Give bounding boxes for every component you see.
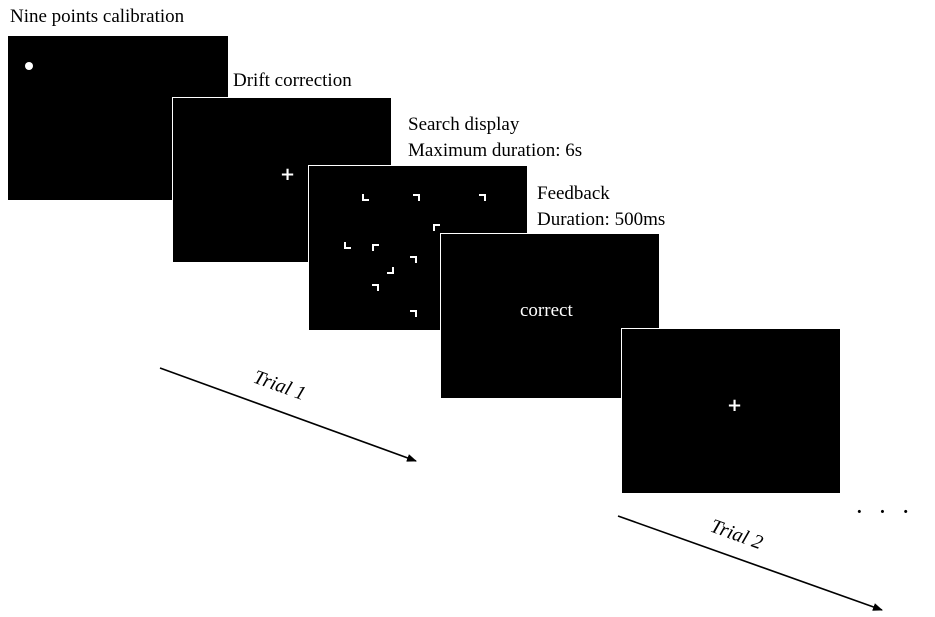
search-item bbox=[372, 244, 379, 251]
calibration-label: Nine points calibration bbox=[10, 6, 185, 27]
search-display-label: Search display bbox=[408, 114, 520, 135]
search-item bbox=[479, 194, 486, 201]
search-item bbox=[433, 224, 440, 231]
search-item bbox=[413, 194, 420, 201]
search-item bbox=[344, 242, 351, 249]
feedback-duration-label: Duration: 500ms bbox=[537, 209, 666, 230]
drift-correction-label: Drift correction bbox=[233, 70, 352, 91]
feedback-text: correct bbox=[520, 300, 573, 321]
search-item bbox=[410, 310, 417, 317]
calibration-dot bbox=[25, 62, 33, 70]
search-item bbox=[410, 256, 417, 263]
feedback-label: Feedback bbox=[537, 183, 610, 204]
search-duration-label: Maximum duration: 6s bbox=[408, 140, 583, 161]
search-item bbox=[372, 284, 379, 291]
fixation-cross-icon: + bbox=[280, 164, 296, 185]
trial-2-arrow bbox=[617, 515, 883, 611]
next-trial-screen: + bbox=[621, 328, 841, 494]
trial-1-arrow bbox=[159, 367, 417, 462]
continuation-ellipsis: · · · bbox=[855, 497, 914, 526]
search-item bbox=[362, 194, 369, 201]
search-item bbox=[387, 267, 394, 274]
fixation-cross-icon: + bbox=[727, 395, 743, 416]
